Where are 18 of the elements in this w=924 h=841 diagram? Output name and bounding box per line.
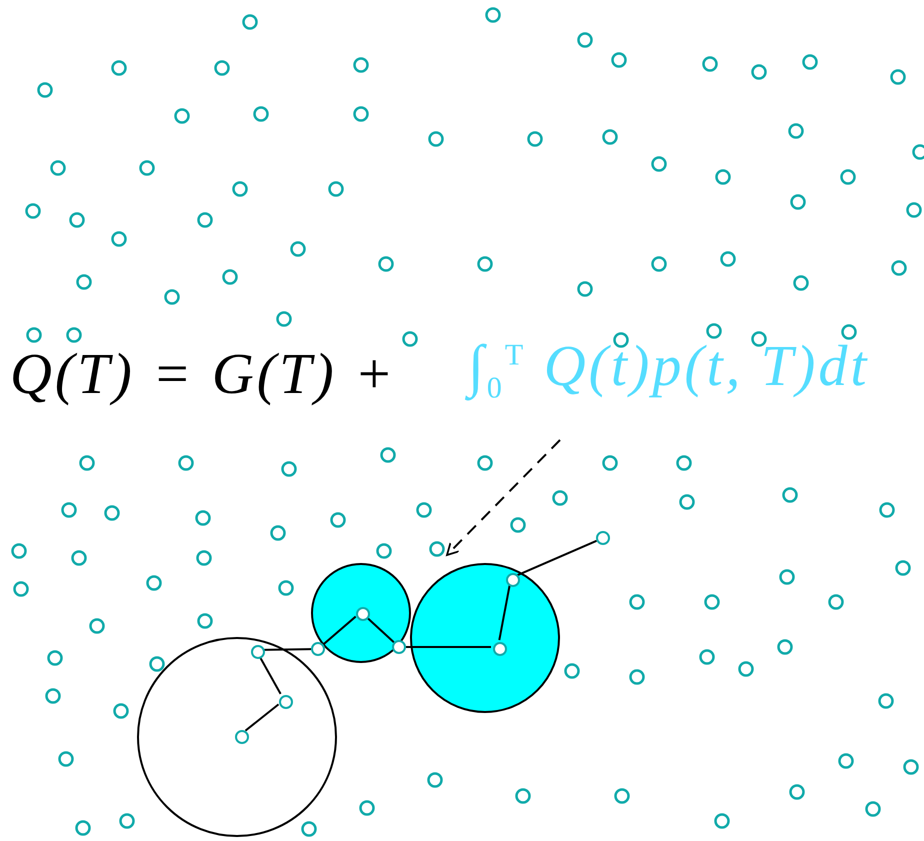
path-point <box>356 607 370 621</box>
path-point <box>596 531 610 545</box>
equation-text: Q(T) = G(T) + <box>10 345 396 405</box>
connector-line <box>244 704 280 732</box>
connector-line <box>258 656 282 694</box>
dashed-arrow <box>446 439 561 556</box>
connector-line <box>365 616 395 643</box>
path-point <box>251 645 265 659</box>
connector-line <box>262 648 312 651</box>
connector-line <box>322 616 356 646</box>
connector-line <box>406 646 491 648</box>
path-point <box>235 730 249 744</box>
path-point <box>311 642 325 656</box>
path-point <box>506 573 520 587</box>
connector-line <box>498 584 511 640</box>
path-point <box>279 695 293 709</box>
path-point <box>493 642 507 656</box>
connector-line <box>517 540 597 576</box>
